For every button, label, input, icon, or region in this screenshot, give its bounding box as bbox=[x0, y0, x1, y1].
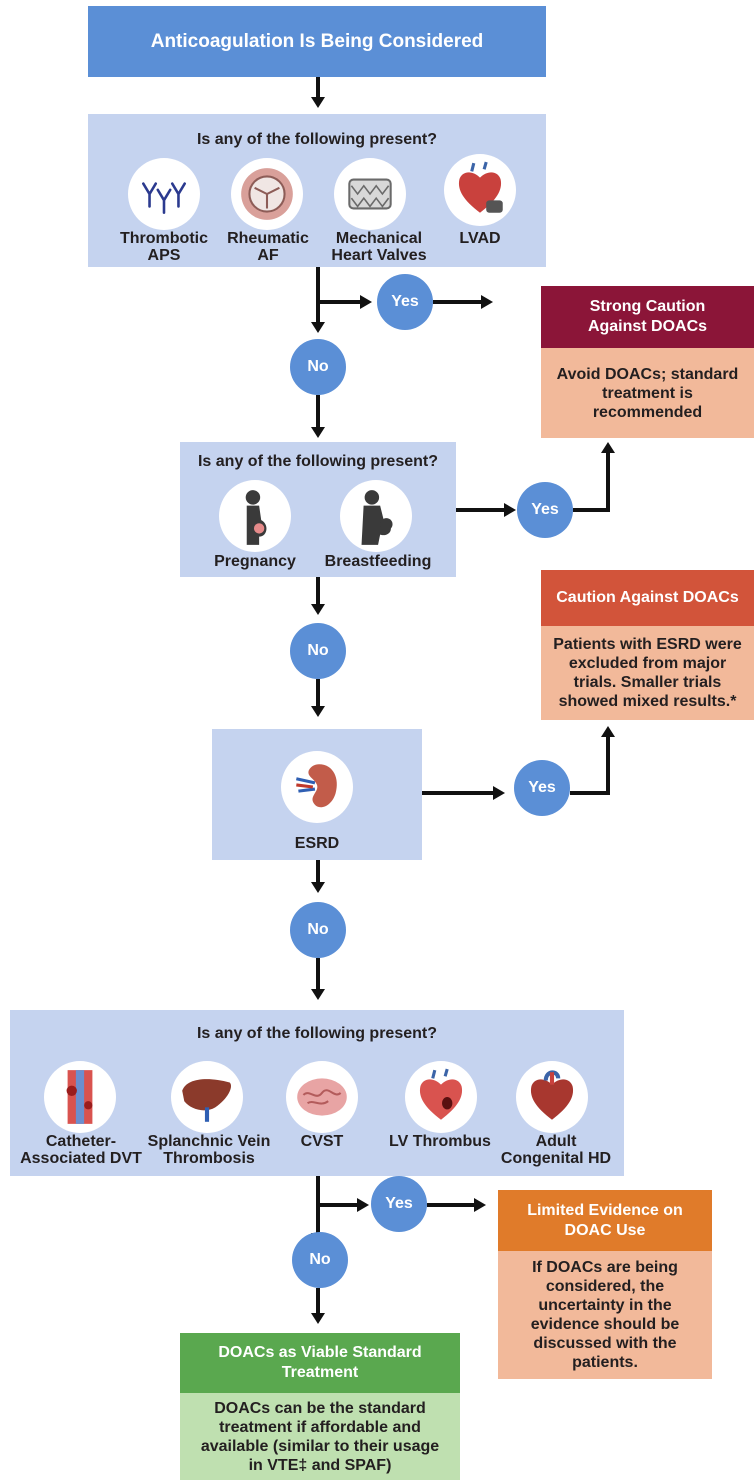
item-label: LVAD bbox=[459, 230, 501, 247]
esrd-panel: ESRD bbox=[212, 729, 422, 860]
arrow-head bbox=[474, 1198, 486, 1212]
item-label: Pregnancy bbox=[214, 553, 296, 570]
item-label: CVST bbox=[300, 1133, 344, 1150]
arrow-head bbox=[311, 989, 325, 1000]
strong-caution-title: Strong Caution Against DOACs bbox=[587, 298, 708, 335]
no-node: No bbox=[290, 902, 346, 958]
viable-title: DOACs as Viable Standard Treatment bbox=[218, 1344, 422, 1381]
question-panel-1: Is any of the following present? Thrombo… bbox=[88, 114, 546, 267]
yes-node: Yes bbox=[371, 1176, 427, 1232]
connector bbox=[316, 77, 320, 99]
question-title: Is any of the following present? bbox=[197, 453, 438, 470]
mechanical-valve-icon bbox=[334, 158, 406, 230]
caution-text: Patients with ESRD were excluded from ma… bbox=[553, 636, 742, 710]
caution-header: Caution Against DOACs bbox=[541, 570, 754, 626]
item-label: Adult Congenital HD bbox=[500, 1133, 612, 1167]
liver-icon bbox=[171, 1061, 243, 1133]
item-label: ESRD bbox=[294, 835, 340, 852]
yes-label: Yes bbox=[391, 293, 419, 310]
strong-caution-body: Avoid DOACs; standard treatment is recom… bbox=[541, 348, 754, 438]
limited-title: Limited Evidence on DOAC Use bbox=[527, 1201, 683, 1239]
yes-node: Yes bbox=[377, 274, 433, 330]
item-label: Catheter- Associated DVT bbox=[20, 1133, 142, 1167]
connector bbox=[318, 300, 362, 304]
connector bbox=[318, 1203, 358, 1207]
no-label: No bbox=[307, 642, 329, 659]
no-label: No bbox=[307, 358, 329, 375]
yes-label: Yes bbox=[385, 1195, 413, 1212]
start-title: Anticoagulation Is Being Considered bbox=[150, 30, 484, 52]
vein-thrombus-icon bbox=[44, 1061, 116, 1133]
pregnant-woman-icon bbox=[219, 480, 291, 552]
connector bbox=[456, 508, 506, 512]
connector bbox=[316, 395, 320, 428]
question-panel-2: Is any of the following present? Pregnan… bbox=[180, 442, 456, 577]
item-label: Splanchnic Vein Thrombosis bbox=[147, 1133, 271, 1167]
connector bbox=[606, 736, 610, 795]
arrow-head bbox=[601, 442, 615, 453]
arrow-head bbox=[357, 1198, 369, 1212]
congenital-heart-icon bbox=[516, 1061, 588, 1133]
item-label: Mechanical Heart Valves bbox=[331, 230, 427, 264]
rheumatic-valve-icon bbox=[231, 158, 303, 230]
start-box: Anticoagulation Is Being Considered bbox=[88, 6, 546, 77]
lvad-heart-icon bbox=[444, 154, 516, 226]
antibody-icon bbox=[128, 158, 200, 230]
no-node: No bbox=[290, 623, 346, 679]
no-node: No bbox=[290, 339, 346, 395]
no-label: No bbox=[309, 1251, 331, 1268]
arrow-head bbox=[311, 604, 325, 615]
arrow-head bbox=[493, 786, 505, 800]
item-label: Breastfeeding bbox=[324, 553, 432, 570]
yes-label: Yes bbox=[528, 779, 556, 796]
question-title: Is any of the following present? bbox=[196, 1025, 437, 1042]
item-label: LV Thrombus bbox=[389, 1133, 491, 1150]
caution-body: Patients with ESRD were excluded from ma… bbox=[541, 626, 754, 720]
item-label: Thrombotic APS bbox=[120, 230, 208, 264]
arrow-head bbox=[504, 503, 516, 517]
limited-header: Limited Evidence on DOAC Use bbox=[498, 1190, 712, 1251]
strong-caution-header: Strong Caution Against DOACs bbox=[541, 286, 754, 348]
question-title: Is any of the following present? bbox=[196, 131, 437, 148]
viable-body: DOACs can be the standard treatment if a… bbox=[180, 1393, 460, 1480]
connector bbox=[316, 860, 320, 884]
connector bbox=[570, 791, 610, 795]
limited-body: If DOACs are being considered, the uncer… bbox=[498, 1251, 712, 1379]
question-panel-4: Is any of the following present? Cathete… bbox=[10, 1010, 624, 1176]
yes-label: Yes bbox=[531, 501, 559, 518]
no-node: No bbox=[292, 1232, 348, 1288]
viable-header: DOACs as Viable Standard Treatment bbox=[180, 1333, 460, 1393]
heart-thrombus-icon bbox=[405, 1061, 477, 1133]
yes-node: Yes bbox=[517, 482, 573, 538]
arrow-head bbox=[311, 427, 325, 438]
arrow-head bbox=[360, 295, 372, 309]
connector bbox=[316, 679, 320, 708]
brain-icon bbox=[286, 1061, 358, 1133]
yes-node: Yes bbox=[514, 760, 570, 816]
strong-caution-text: Avoid DOACs; standard treatment is recom… bbox=[556, 365, 739, 421]
connector bbox=[316, 267, 320, 325]
connector bbox=[316, 958, 320, 990]
kidney-icon bbox=[281, 751, 353, 823]
connector bbox=[606, 452, 610, 512]
breastfeeding-icon bbox=[340, 480, 412, 552]
arrow-head bbox=[311, 97, 325, 108]
connector bbox=[316, 1288, 320, 1315]
arrow-head bbox=[481, 295, 493, 309]
limited-text: If DOACs are being considered, the uncer… bbox=[530, 1259, 680, 1371]
arrow-head bbox=[311, 706, 325, 717]
connector bbox=[316, 577, 320, 606]
arrow-head bbox=[311, 1313, 325, 1324]
viable-text: DOACs can be the standard treatment if a… bbox=[200, 1399, 440, 1474]
connector bbox=[573, 508, 610, 512]
caution-title: Caution Against DOACs bbox=[556, 589, 739, 606]
connector bbox=[433, 300, 481, 304]
item-label: Rheumatic AF bbox=[227, 230, 309, 264]
connector bbox=[422, 791, 494, 795]
connector bbox=[427, 1203, 475, 1207]
no-label: No bbox=[307, 921, 329, 938]
arrow-head bbox=[311, 882, 325, 893]
arrow-head bbox=[311, 322, 325, 333]
arrow-head bbox=[601, 726, 615, 737]
